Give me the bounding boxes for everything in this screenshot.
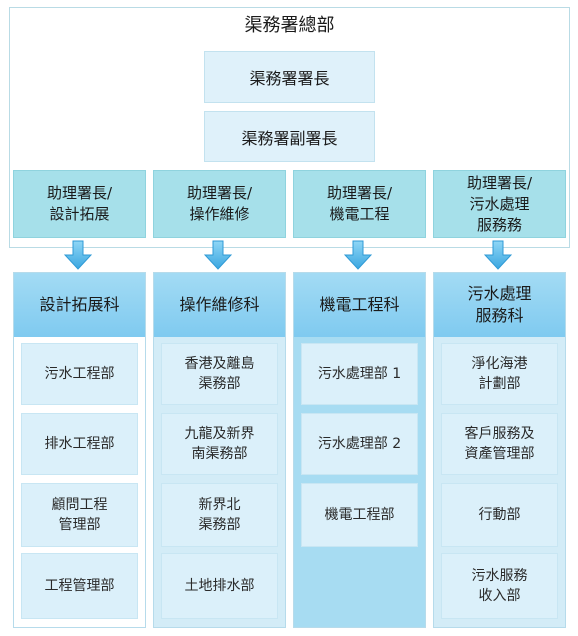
branch-title: 機電工程科 xyxy=(319,295,400,314)
unit-box: 顧問工程 管理部 xyxy=(21,483,138,547)
branch-column-electrical-mechanical: 機電工程科 污水處理部 1 污水處理部 2 機電工程部 xyxy=(293,272,426,628)
branch-column-design: 設計拓展科 污水工程部 排水工程部 顧問工程 管理部 工程管理部 xyxy=(13,272,146,628)
unit-box: 機電工程部 xyxy=(301,483,418,547)
unit-box: 污水處理部 1 xyxy=(301,343,418,405)
headquarters-title: 渠務署總部 xyxy=(244,15,335,36)
unit-box: 污水工程部 xyxy=(21,343,138,405)
unit-box: 行動部 xyxy=(441,483,558,547)
unit-box: 土地排水部 xyxy=(161,553,278,619)
assistant-director-label: 助理署長/ 污水處理 服務務 xyxy=(466,173,533,234)
unit-box: 香港及離島 渠務部 xyxy=(161,343,278,405)
assistant-director-label: 助理署長/ 操作維修 xyxy=(186,184,253,223)
branch-header: 操作維修科 xyxy=(154,273,285,337)
director-box: 渠務署署長 xyxy=(204,51,375,103)
deputy-director-label: 渠務署副署長 xyxy=(241,128,338,148)
branch-column-operations: 操作維修科 香港及離島 渠務部 九龍及新界 南渠務部 新界北 渠務部 土地排水部 xyxy=(153,272,286,628)
branch-title: 污水處理 服務科 xyxy=(467,284,532,325)
down-arrow-icon xyxy=(344,240,372,270)
assistant-director-box: 助理署長/ 操作維修 xyxy=(153,170,286,238)
branch-header: 污水處理 服務科 xyxy=(434,273,565,337)
branch-column-sewage-services: 污水處理 服務科 淨化海港 計劃部 客戶服務及 資產管理部 行動部 污水服務 收… xyxy=(433,272,566,628)
assistant-director-box: 助理署長/ 機電工程 xyxy=(293,170,426,238)
unit-box: 排水工程部 xyxy=(21,413,138,475)
down-arrow-icon xyxy=(204,240,232,270)
assistant-director-box: 助理署長/ 污水處理 服務務 xyxy=(433,170,566,238)
branch-title: 操作維修科 xyxy=(179,295,260,314)
deputy-director-box: 渠務署副署長 xyxy=(204,111,375,162)
unit-box: 九龍及新界 南渠務部 xyxy=(161,413,278,475)
down-arrow-icon xyxy=(484,240,512,270)
assistant-director-box: 助理署長/ 設計拓展 xyxy=(13,170,146,238)
unit-box: 客戶服務及 資產管理部 xyxy=(441,413,558,475)
unit-box: 淨化海港 計劃部 xyxy=(441,343,558,405)
unit-box: 污水處理部 2 xyxy=(301,413,418,475)
unit-box: 工程管理部 xyxy=(21,553,138,619)
branch-title: 設計拓展科 xyxy=(39,295,120,314)
assistant-director-label: 助理署長/ 設計拓展 xyxy=(46,184,113,223)
director-label: 渠務署署長 xyxy=(249,69,330,88)
branch-header: 機電工程科 xyxy=(294,273,425,337)
down-arrow-icon xyxy=(64,240,92,270)
unit-box: 污水服務 收入部 xyxy=(441,553,558,619)
branch-header: 設計拓展科 xyxy=(14,273,145,337)
unit-box: 新界北 渠務部 xyxy=(161,483,278,547)
assistant-director-label: 助理署長/ 機電工程 xyxy=(326,184,393,223)
